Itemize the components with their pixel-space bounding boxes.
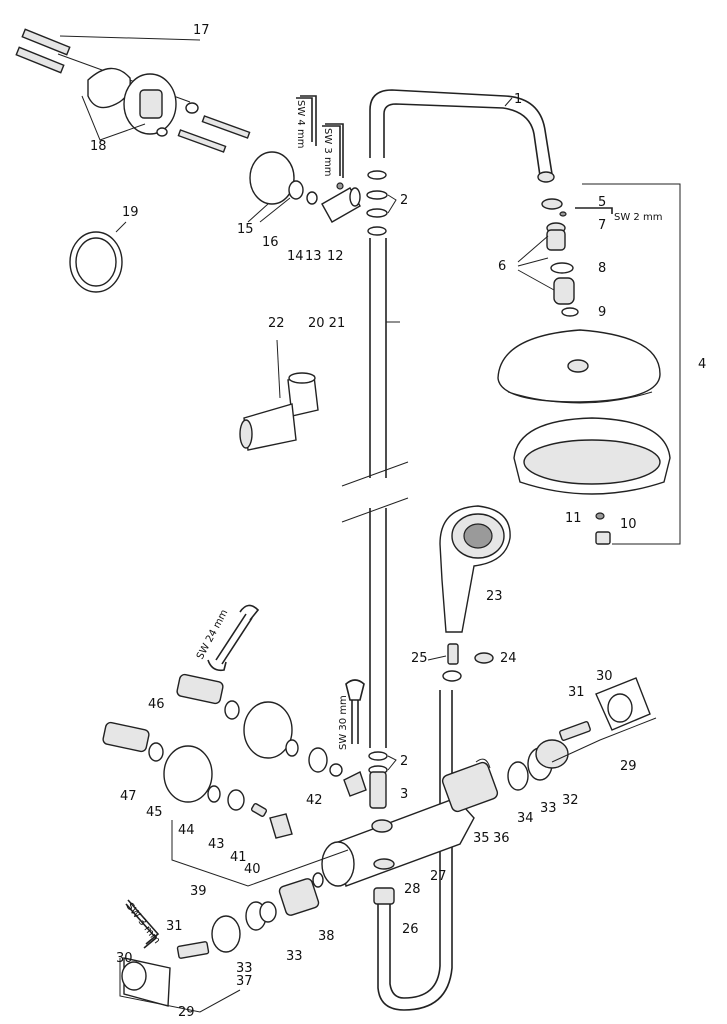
callout-18: 18 xyxy=(90,139,107,154)
callout-43: 43 xyxy=(208,837,225,852)
shower-arm-1 xyxy=(369,89,555,183)
callout-36: 36 xyxy=(493,831,510,846)
bracket-line-4 xyxy=(582,183,681,545)
tool-sw4: SW 4 mm xyxy=(295,100,306,148)
callout-24: 24 xyxy=(500,651,517,666)
callout-31-right: 31 xyxy=(568,685,585,700)
callout-15: 15 xyxy=(237,222,254,237)
callout-41: 41 xyxy=(230,850,247,865)
fixing-screws xyxy=(15,28,201,103)
overhead-shower-parts xyxy=(517,198,613,317)
long-screws xyxy=(177,115,251,153)
tool-sw2: SW 2 mm xyxy=(614,212,662,223)
callout-11: 11 xyxy=(565,511,582,526)
rings-33-34 xyxy=(507,739,569,791)
callout-33-left-a: 33 xyxy=(236,961,253,976)
callout-6: 6 xyxy=(498,259,506,274)
callout-35: 35 xyxy=(473,831,490,846)
callout-40: 40 xyxy=(244,862,261,877)
callout-2-bottom: 2 xyxy=(400,754,408,769)
tool-labels: SW 4 mm SW 3 mm SW 2 mm SW 24 mm SW 30 m… xyxy=(124,100,663,946)
callout-26: 26 xyxy=(402,922,419,937)
callout-47: 47 xyxy=(120,789,137,804)
knobs-45 xyxy=(163,701,293,803)
callout-29-right: 29 xyxy=(620,759,637,774)
callout-8: 8 xyxy=(598,261,606,276)
callout-30-right: 30 xyxy=(596,669,613,684)
tool-sw3-bottom: SW 3 mm xyxy=(124,901,162,946)
callout-10: 10 xyxy=(620,517,637,532)
hand-shower-23 xyxy=(439,505,511,633)
callout-labels: 1 2 2 3 4 5 6 7 8 9 10 11 12 13 14 15 16… xyxy=(90,23,706,1020)
callout-4: 4 xyxy=(698,357,706,372)
callout-39: 39 xyxy=(190,884,207,899)
callout-31-left: 31 xyxy=(166,919,183,934)
wall-plate-18 xyxy=(81,67,199,141)
callout-12: 12 xyxy=(327,249,344,264)
callout-28: 28 xyxy=(404,882,421,897)
callout-45: 45 xyxy=(146,805,163,820)
callout-23: 23 xyxy=(486,589,503,604)
callout-30-left: 30 xyxy=(116,951,133,966)
shower-head-plate xyxy=(513,417,671,495)
handle-30-left xyxy=(119,872,324,1013)
callout-38: 38 xyxy=(318,929,335,944)
callout-3: 3 xyxy=(400,787,408,802)
callout-33-right: 33 xyxy=(540,801,557,816)
callout-32: 32 xyxy=(562,793,579,808)
callout-16: 16 xyxy=(262,235,279,250)
callout-34: 34 xyxy=(517,811,534,826)
callout-37: 37 xyxy=(236,974,253,989)
spray-nozzle-10-11 xyxy=(595,512,611,545)
callout-25: 25 xyxy=(411,651,428,666)
callout-22: 22 xyxy=(268,316,285,331)
tool-sw24: SW 24 mm xyxy=(195,608,230,662)
tool-sw3-top: SW 3 mm xyxy=(322,128,333,176)
handle-30-right xyxy=(551,677,657,763)
shower-hose-26 xyxy=(373,690,453,1011)
callout-2-top: 2 xyxy=(400,193,408,208)
shower-holder-22 xyxy=(239,339,319,451)
callout-46: 46 xyxy=(148,697,165,712)
seals-2-top xyxy=(366,170,397,236)
callout-19: 19 xyxy=(122,205,139,220)
connector-12 xyxy=(321,182,361,223)
callout-7: 7 xyxy=(598,218,606,233)
adapters-46-47 xyxy=(102,673,240,762)
shower-head-disc xyxy=(497,329,661,404)
seals-2-bottom xyxy=(368,751,397,809)
seal-24-25 xyxy=(427,643,494,682)
wrench-30 xyxy=(345,679,365,744)
tool-sw30: SW 30 mm xyxy=(338,695,349,750)
callout-44: 44 xyxy=(178,823,195,838)
callout-9: 9 xyxy=(598,305,606,320)
callout-1: 1 xyxy=(514,92,522,107)
rosette-15 xyxy=(247,151,318,223)
callout-20-21: 20 21 xyxy=(308,316,345,331)
callout-29-left: 29 xyxy=(178,1005,195,1020)
wrench-24 xyxy=(207,604,260,672)
thermo-cartridge-35-36 xyxy=(441,758,499,813)
callout-14: 14 xyxy=(287,249,304,264)
callout-33-left-b: 33 xyxy=(286,949,303,964)
allen-keys-top xyxy=(296,95,344,178)
callout-13: 13 xyxy=(305,249,322,264)
diverter-parts-40-44 xyxy=(171,739,367,887)
callout-5: 5 xyxy=(598,195,606,210)
riser-pipe-20-21 xyxy=(341,238,409,748)
callout-17: 17 xyxy=(193,23,210,38)
callout-27: 27 xyxy=(430,869,447,884)
callout-42: 42 xyxy=(306,793,323,808)
thermostat-body-27 xyxy=(321,797,475,887)
rosette-19 xyxy=(69,221,127,293)
allen-key-bottom xyxy=(125,899,160,949)
